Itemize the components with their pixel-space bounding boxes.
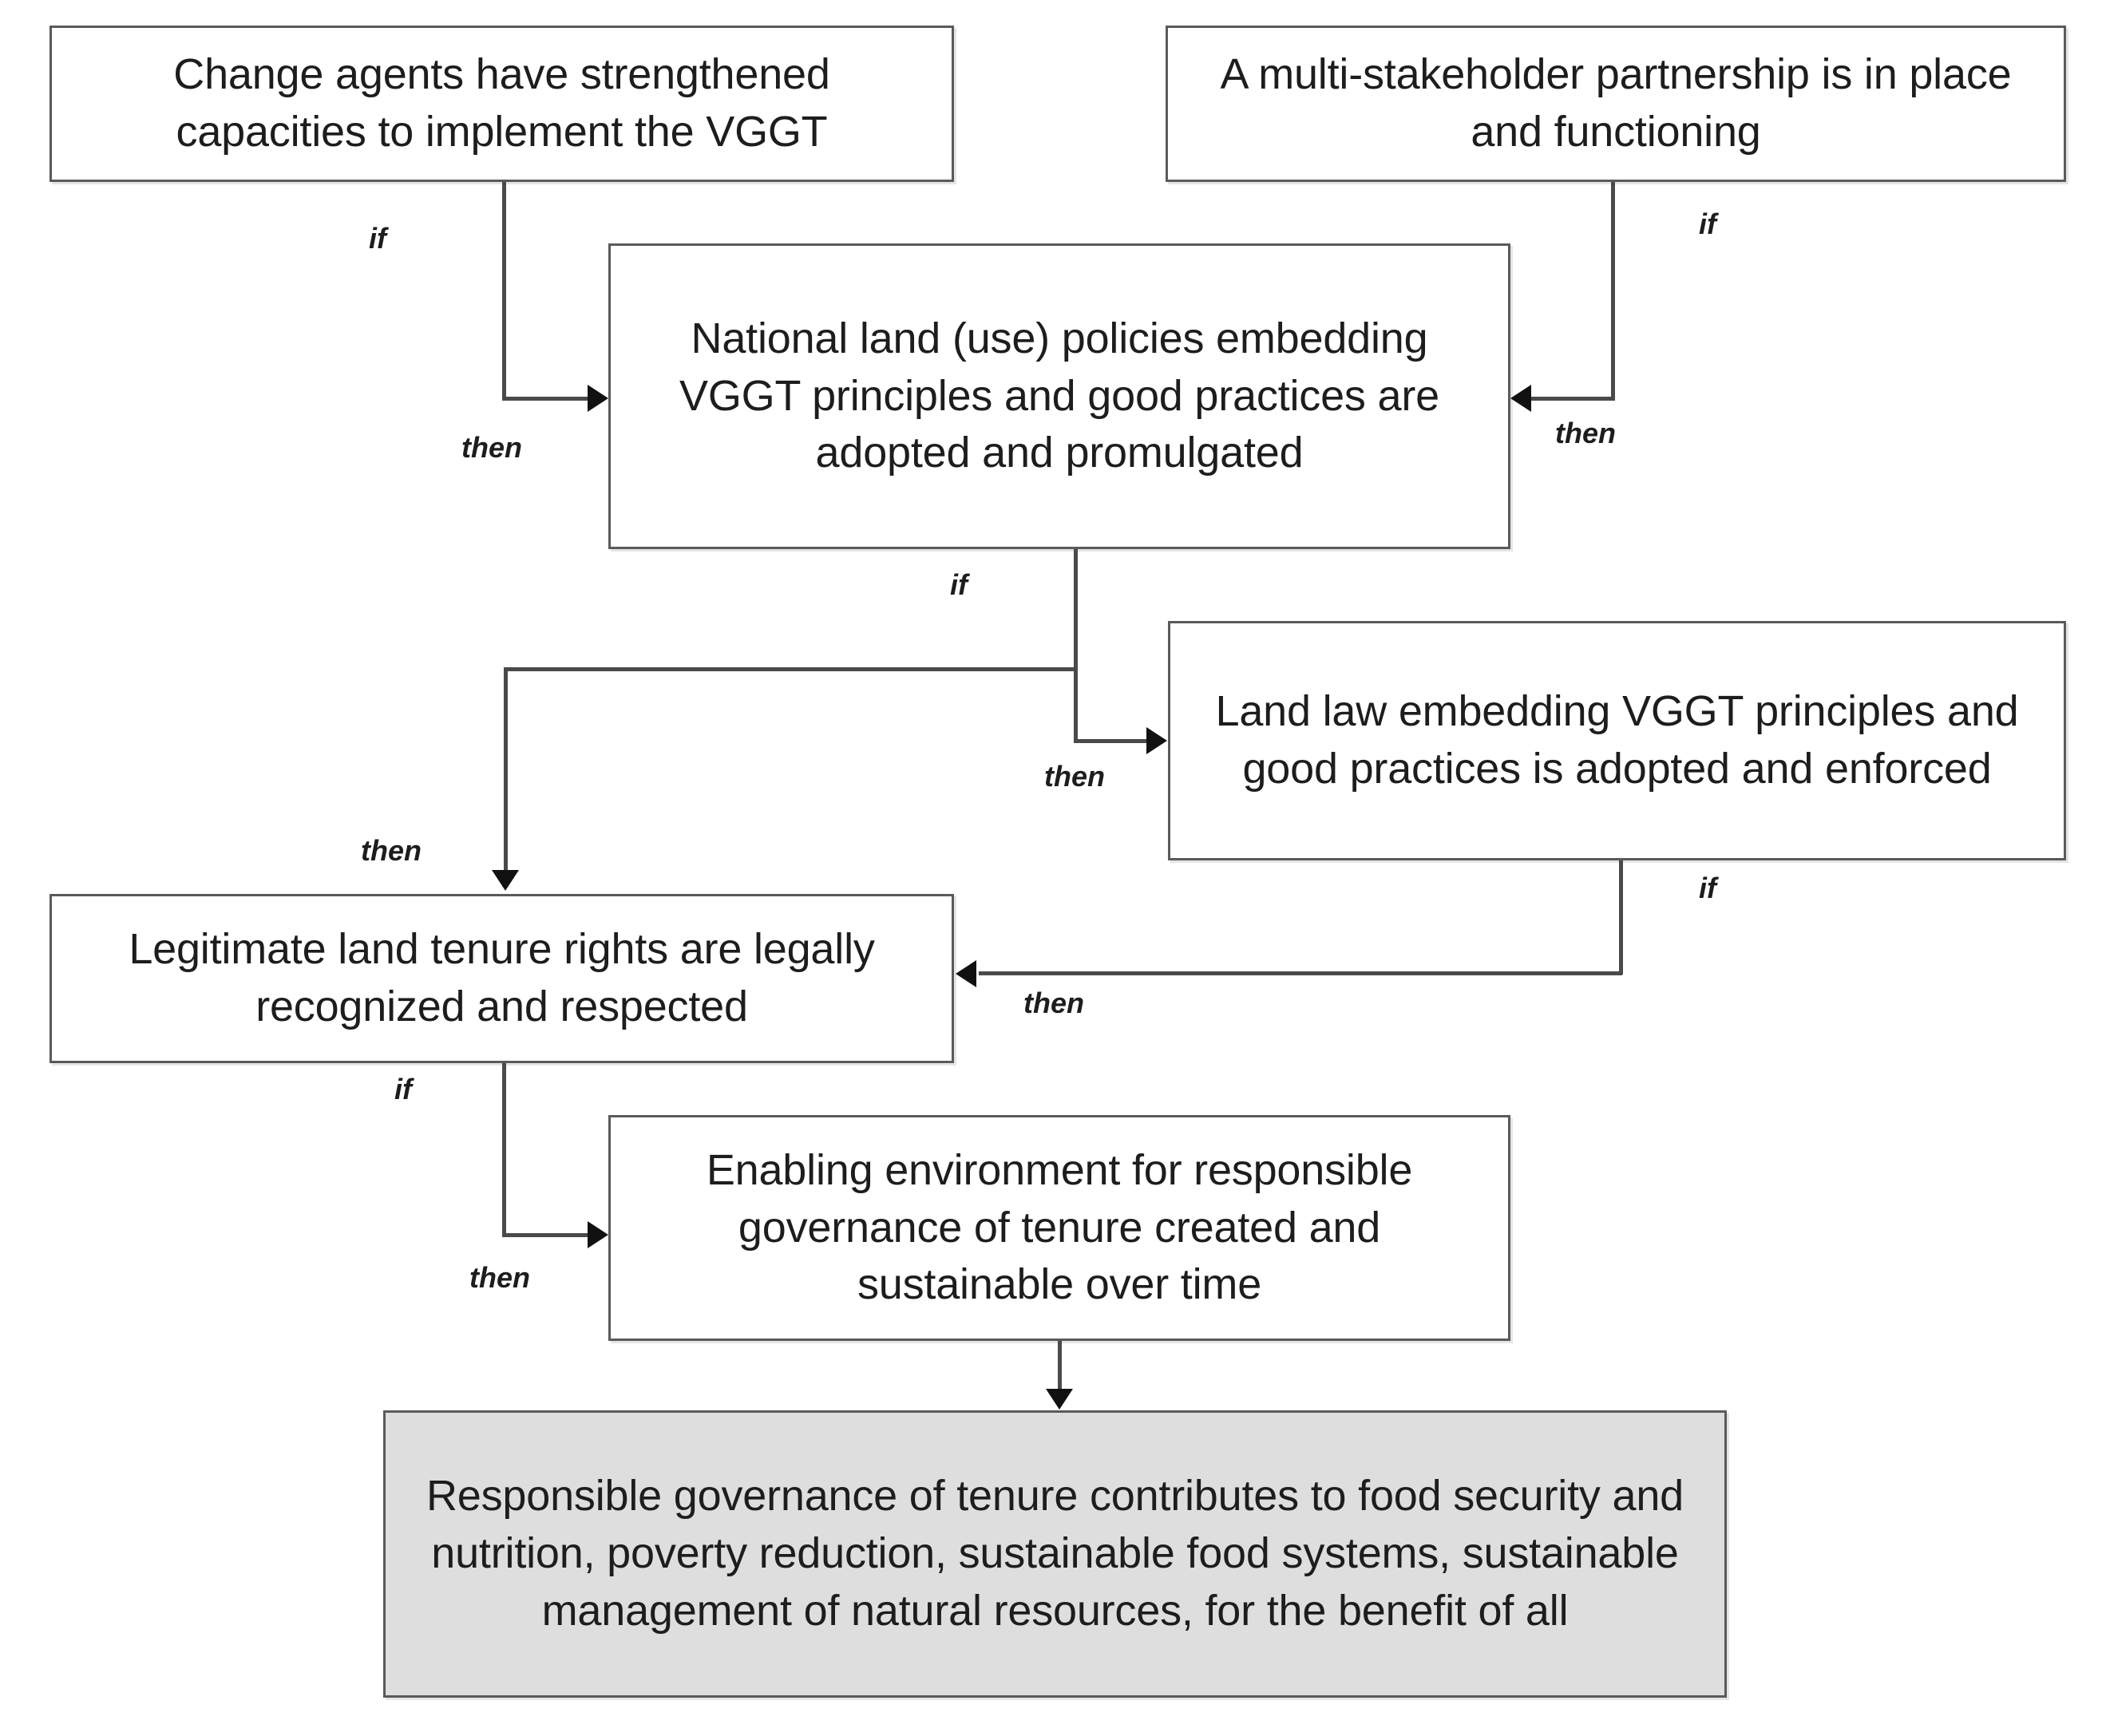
edge-national-policies-to-tenure-vertical — [504, 667, 508, 872]
node-land-law-label: Land law embedding VGGT principles and g… — [1215, 687, 2019, 793]
arrowhead-to-tenure-rights-top — [492, 870, 519, 891]
edge-label-if-2: if — [1699, 208, 1716, 240]
edge-label-then-6: then — [469, 1261, 530, 1294]
edge-label-if-4: if — [1699, 872, 1716, 904]
edge-label-then-5: then — [1023, 987, 1084, 1019]
edge-land-law-to-tenure-horizontal — [979, 971, 1622, 975]
node-partnership-label: A multi-stakeholder partnership is in pl… — [1220, 50, 2012, 156]
node-change-agents: Change agents have strengthened capaciti… — [49, 26, 954, 182]
edge-partnership-vertical — [1611, 182, 1615, 399]
node-enabling-environment: Enabling environment for responsible gov… — [608, 1115, 1510, 1341]
edge-label-then-4: then — [361, 834, 422, 867]
edge-label-if-5: if — [394, 1073, 412, 1105]
arrowhead-to-goal — [1046, 1389, 1073, 1410]
node-goal-label: Responsible governance of tenure contrib… — [426, 1472, 1684, 1635]
edge-national-policies-to-land-law-horizontal — [1074, 739, 1147, 743]
arrowhead-to-national-policies-left — [588, 385, 608, 412]
node-tenure-rights: Legitimate land tenure rights are legall… — [49, 894, 954, 1063]
edge-change-agents-horizontal — [502, 397, 588, 401]
edge-tenure-rights-horizontal — [502, 1233, 588, 1237]
edge-label-then-1: then — [461, 431, 522, 464]
node-land-law: Land law embedding VGGT principles and g… — [1168, 621, 2066, 860]
edge-change-agents-vertical — [502, 182, 506, 399]
edge-label-then-2: then — [1555, 417, 1616, 449]
edge-partnership-horizontal — [1531, 397, 1615, 401]
arrowhead-to-tenure-rights-right — [956, 960, 976, 987]
arrowhead-to-national-policies-right — [1510, 385, 1531, 412]
edge-label-if-1: if — [369, 222, 386, 255]
node-tenure-rights-label: Legitimate land tenure rights are legall… — [129, 925, 875, 1030]
node-national-policies: National land (use) policies embedding V… — [608, 243, 1510, 549]
arrowhead-to-enabling-environment — [588, 1221, 608, 1248]
edge-label-if-3: if — [950, 568, 968, 601]
node-partnership: A multi-stakeholder partnership is in pl… — [1166, 26, 2066, 182]
edge-enabling-environment-to-goal-vertical — [1058, 1341, 1062, 1390]
edge-national-policies-vertical — [1074, 549, 1078, 743]
node-enabling-environment-label: Enabling environment for responsible gov… — [706, 1145, 1413, 1309]
edge-tenure-rights-vertical — [502, 1063, 506, 1236]
node-national-policies-label: National land (use) policies embedding V… — [679, 314, 1439, 477]
node-change-agents-label: Change agents have strengthened capaciti… — [173, 50, 830, 156]
node-goal: Responsible governance of tenure contrib… — [383, 1410, 1727, 1698]
edge-land-law-vertical — [1619, 860, 1623, 975]
arrowhead-to-land-law — [1146, 727, 1167, 754]
edge-label-then-3: then — [1044, 760, 1105, 793]
edge-national-policies-to-tenure-horizontal — [504, 667, 1077, 671]
